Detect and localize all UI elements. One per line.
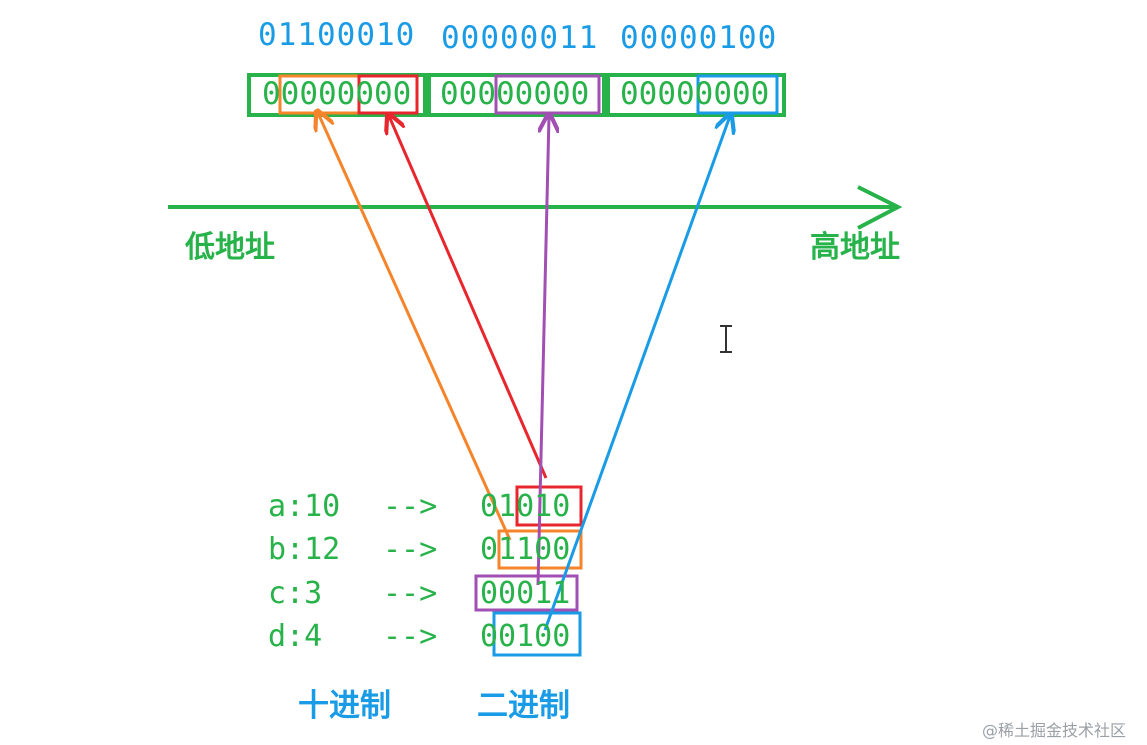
row-c-name: c:3 <box>268 576 323 611</box>
low-address-label: 低地址 <box>185 230 275 265</box>
field-a-arrow <box>389 116 548 479</box>
field-a-binary-box <box>515 485 583 527</box>
byte-value-2: 00000100 <box>620 20 778 56</box>
decimal-caption: 十进制 <box>298 688 391 724</box>
memory-bits-0: 00000000 <box>262 76 412 112</box>
high-address-label: 高地址 <box>810 230 900 265</box>
row-b-name: b:12 <box>268 532 341 567</box>
field-d-binary-box <box>492 611 582 657</box>
field-c-arrow <box>536 116 549 586</box>
row-c-arrow: --> <box>383 576 438 611</box>
memory-bits-2: 00000000 <box>620 76 770 112</box>
row-a-name: a:10 <box>268 489 341 524</box>
field-d-memory-box <box>696 74 779 115</box>
memory-bits-1: 00000000 <box>440 76 590 112</box>
binary-caption: 二进制 <box>477 688 570 724</box>
row-d-arrow: --> <box>383 619 438 654</box>
field-c-binary-box <box>474 574 579 612</box>
byte-value-0: 01100010 <box>258 17 416 53</box>
row-b-binary: 01100 <box>480 532 571 567</box>
byte-value-1: 00000011 <box>441 20 599 56</box>
field-b-arrow <box>318 113 512 541</box>
text-cursor-icon <box>720 325 732 353</box>
memory-cell-2 <box>606 73 786 117</box>
field-d-arrow <box>543 116 730 631</box>
row-d-name: d:4 <box>268 619 323 654</box>
row-a-arrow: --> <box>383 489 438 524</box>
row-d-binary: 00100 <box>480 619 571 654</box>
address-axis-arrowhead <box>857 185 903 230</box>
row-c-binary: 00011 <box>480 576 571 611</box>
watermark-text: @稀土掘金技术社区 <box>982 721 1127 740</box>
row-a-binary: 01010 <box>480 489 571 524</box>
row-b-arrow: --> <box>383 532 438 567</box>
